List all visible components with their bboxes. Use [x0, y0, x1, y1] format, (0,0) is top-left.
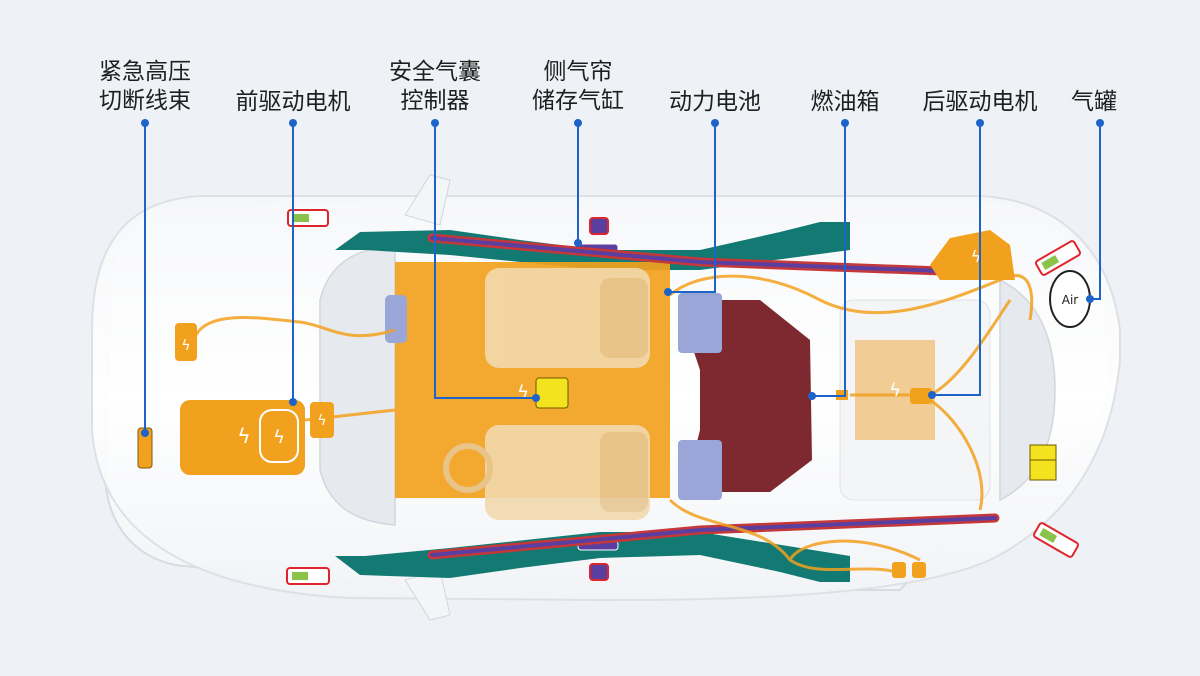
label-front-motor: 前驱动电机 [235, 89, 351, 115]
front-motor-block [180, 400, 305, 475]
svg-text:ϟ: ϟ [517, 382, 529, 403]
lightning-icon-front-hv: ϟ [181, 338, 190, 354]
svg-text:ϟ: ϟ [317, 413, 326, 429]
front-motor-aux [310, 402, 334, 438]
rear-motor-unit [910, 388, 932, 404]
svg-text:ϟ: ϟ [181, 338, 190, 354]
lightning-icon-rear-motor: ϟ [971, 247, 982, 266]
lightning-icon-rear-box: ϟ [889, 380, 901, 401]
connector-bottom-1 [892, 562, 906, 578]
svg-text:ϟ: ϟ [237, 424, 250, 448]
sensor-front-bottom [286, 567, 330, 585]
front-hv-box [175, 323, 197, 361]
connector-bottom-2 [912, 562, 926, 578]
lightning-icon-cabin: ϟ [517, 382, 529, 403]
callout-lines [144, 123, 1101, 433]
label-airbag-controller: 安全气囊 控制器 [389, 58, 481, 116]
sensor-rear-bottom [1033, 522, 1079, 558]
sensor-pillar-bottom [589, 563, 609, 581]
label-hv-cutoff: 紧急高压 切断线束 [99, 58, 191, 116]
label-airbag-controller-line1: 安全气囊 [389, 59, 481, 85]
front-seats [443, 268, 650, 520]
airbag-controller [535, 377, 569, 409]
label-curtain-cylinder-line2: 储存气缸 [532, 88, 624, 114]
lightning-icon-front-motor: ϟ [237, 424, 250, 448]
label-fuel-tank: 燃油箱 [810, 89, 880, 115]
gas-tank-air-label: Air [1062, 293, 1079, 307]
airbag-dash-top [385, 295, 407, 343]
front-motor-inner [259, 409, 299, 463]
side-beam-bottom-inner [430, 516, 997, 557]
side-beam-top-inner [430, 236, 997, 275]
label-curtain-cylinder: 侧气帘 储存气缸 [532, 58, 624, 116]
reinforcement-bottom [335, 532, 850, 582]
mirror-left [404, 174, 451, 226]
sensor-pillar-top [589, 217, 609, 235]
sensor-front-top [287, 209, 329, 227]
airbag-side-bottom [678, 440, 722, 500]
label-hv-cutoff-line2: 切断线束 [99, 88, 191, 114]
label-gas-tank: 气罐 [1071, 89, 1117, 115]
reinforcement-top [335, 222, 850, 270]
svg-text:ϟ: ϟ [273, 427, 285, 448]
label-hv-cutoff-line1: 紧急高压 [99, 59, 191, 85]
label-rear-motor: 后驱动电机 [922, 89, 1038, 115]
svg-text:ϟ: ϟ [971, 247, 982, 266]
label-airbag-controller-line2: 控制器 [400, 88, 470, 114]
svg-text:ϟ: ϟ [889, 380, 901, 401]
label-curtain-cylinder-line1: 侧气帘 [543, 59, 613, 85]
hv-wiring [194, 274, 1034, 577]
rear-motor-housing [930, 230, 1015, 280]
lightning-icon-front-motor-2: ϟ [273, 427, 285, 448]
airbag-side-top [678, 293, 722, 353]
sensor-rear-top [1035, 240, 1081, 276]
callout-dots [141, 119, 1104, 437]
windshield [319, 245, 396, 526]
fuse-box-lower [1029, 459, 1057, 481]
lightning-icon-front-aux: ϟ [317, 413, 326, 429]
label-battery: 动力电池 [669, 89, 761, 115]
